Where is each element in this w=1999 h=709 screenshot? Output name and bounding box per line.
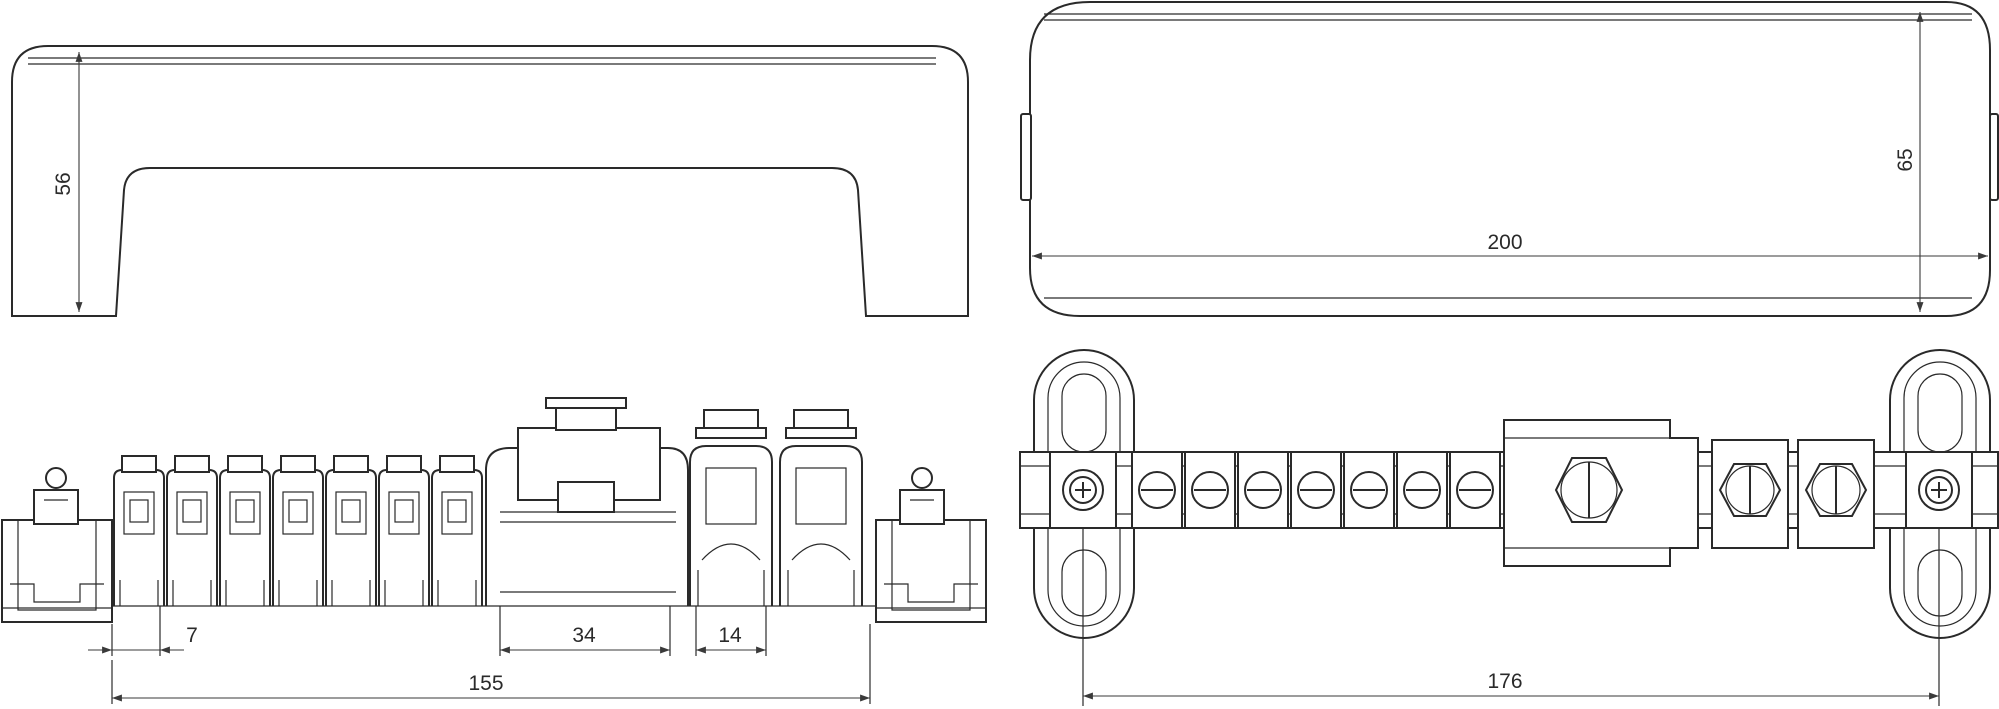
small-terminal: [431, 455, 483, 606]
dim-label-34: 34: [572, 624, 596, 647]
small-terminal: [166, 455, 218, 606]
small-terminal: [378, 455, 430, 606]
left-mount-block: [1, 467, 113, 623]
cover-top-view: 65 200: [1020, 0, 1999, 317]
large-terminal: [485, 397, 689, 606]
medium-screw-row: [1711, 439, 1875, 549]
medium-screw: [1797, 439, 1875, 549]
small-screw: [1290, 451, 1342, 529]
dim-label-56: 56: [52, 172, 75, 195]
small-screw: [1184, 451, 1236, 529]
medium-screw: [1711, 439, 1789, 549]
dim-label-65: 65: [1894, 148, 1917, 171]
small-terminal: [219, 455, 271, 606]
small-screw: [1449, 451, 1501, 529]
dim-label-200: 200: [1487, 231, 1522, 254]
right-mount-block: [875, 467, 987, 623]
small-terminal: [272, 455, 324, 606]
busbar-side-view: 7 34 14 155: [1, 397, 987, 704]
small-terminal: [325, 455, 377, 606]
dim-label-7: 7: [186, 624, 198, 647]
small-terminal-row: [113, 455, 483, 606]
small-screw-row: [1131, 451, 1501, 529]
small-screw: [1131, 451, 1183, 529]
dim-label-14: 14: [718, 624, 742, 647]
small-terminal: [113, 455, 165, 606]
small-screw: [1396, 451, 1448, 529]
small-screw: [1237, 451, 1289, 529]
busbar-top-view: 176: [1019, 349, 1999, 706]
dim-label-176: 176: [1487, 670, 1522, 693]
medium-terminal: [779, 409, 863, 606]
small-screw: [1343, 451, 1395, 529]
dim-label-155: 155: [468, 672, 503, 695]
medium-terminal-row: [689, 409, 863, 606]
medium-terminal: [689, 409, 773, 606]
large-terminal-top: [1503, 419, 1699, 567]
cover-side-view: 56: [11, 45, 969, 317]
